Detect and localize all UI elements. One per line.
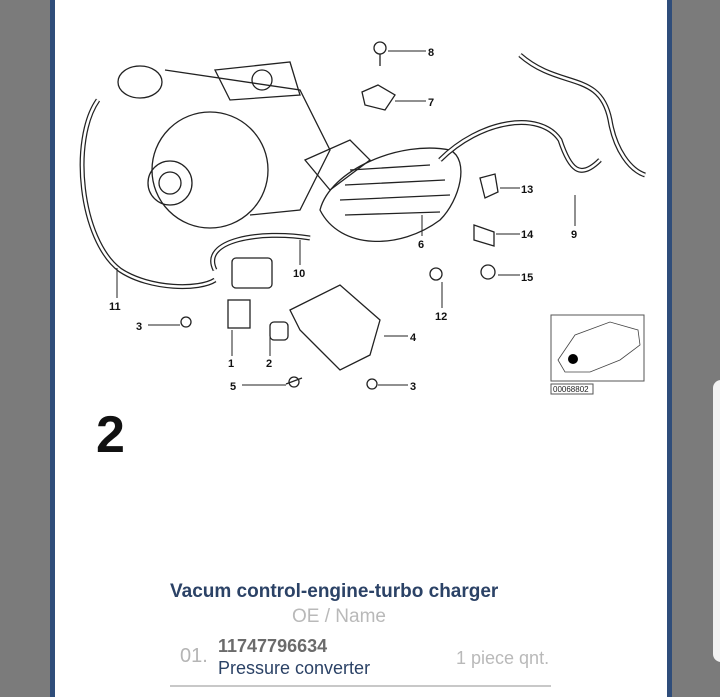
callout-label: 8 xyxy=(428,47,434,59)
column-header: OE / Name xyxy=(292,606,386,627)
vehicle-location-inset: 00068802 xyxy=(550,314,645,395)
callout-label: 3 xyxy=(410,381,416,393)
parts-diagram[interactable]: 8 7 13 14 9 15 6 10 12 11 3 4 1 2 5 3 00… xyxy=(0,0,720,470)
callout-label: 14 xyxy=(521,229,534,241)
callout-label: 1 xyxy=(228,358,234,370)
callout-labels: 8 7 13 14 9 15 6 10 12 11 3 4 1 2 5 3 xyxy=(109,47,577,393)
part-oe-number: 11747796634 xyxy=(218,636,328,656)
callout-label: 3 xyxy=(136,321,142,333)
side-drawer-handle[interactable] xyxy=(713,380,720,662)
part-index: 01. xyxy=(180,645,208,667)
turbo-housing xyxy=(151,111,269,229)
callout-label: 6 xyxy=(418,239,424,251)
callout-label: 11 xyxy=(109,301,121,313)
callout-label: 12 xyxy=(435,311,447,323)
inset-code: 00068802 xyxy=(553,385,589,394)
row-divider xyxy=(170,685,551,687)
callout-label: 15 xyxy=(521,272,533,284)
callout-label: 9 xyxy=(571,229,577,241)
part-quantity: 1 piece qnt. xyxy=(456,648,550,668)
callout-label: 2 xyxy=(266,358,272,370)
callout-label: 5 xyxy=(230,381,236,393)
callout-label: 7 xyxy=(428,97,434,109)
callout-label: 4 xyxy=(410,332,417,344)
callout-label: 13 xyxy=(521,184,533,196)
figure-number: 2 xyxy=(96,406,125,464)
part-name: Pressure converter xyxy=(218,658,371,678)
callout-label: 10 xyxy=(293,268,305,280)
section-title: Vacum control-engine-turbo charger xyxy=(170,581,499,602)
